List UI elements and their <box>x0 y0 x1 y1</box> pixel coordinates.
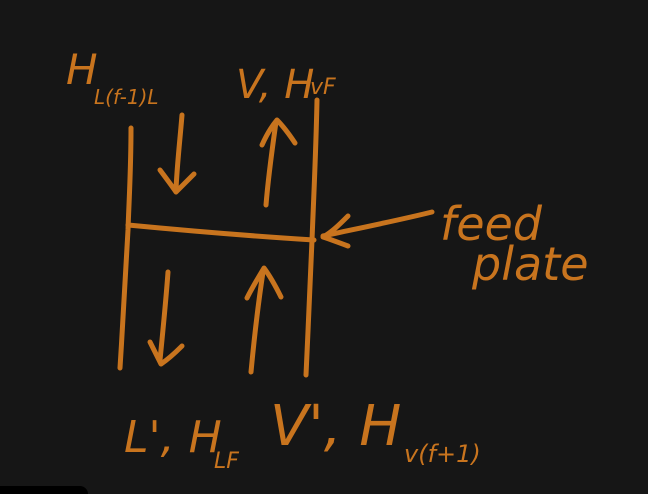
top-liquid-label: H <box>66 45 98 94</box>
corner-shadow <box>0 486 88 494</box>
top-vapor-up-arrow <box>259 117 298 208</box>
top-vapor-label: V, H <box>236 62 314 108</box>
left-wall <box>117 125 134 371</box>
bottom-vapor-up-arrow <box>244 265 284 375</box>
top-vapor-subscript: vF <box>310 75 336 100</box>
plate-label: plate <box>471 237 589 291</box>
feed-arrow <box>320 209 435 249</box>
top-liquid-subscript: L(f-1)L <box>94 85 159 109</box>
bottom-vapor-subscript: v(f+1) <box>404 440 481 468</box>
bottom-vapor-label: V', H <box>270 394 401 459</box>
bottom-liquid-down-arrow <box>147 269 185 367</box>
feed-plate-line <box>125 222 317 243</box>
bottom-liquid-label: L', H <box>124 412 222 463</box>
top-liquid-down-arrow <box>157 112 197 195</box>
feed-label: feed <box>440 197 543 251</box>
bottom-liquid-subscript: LF <box>214 449 239 474</box>
